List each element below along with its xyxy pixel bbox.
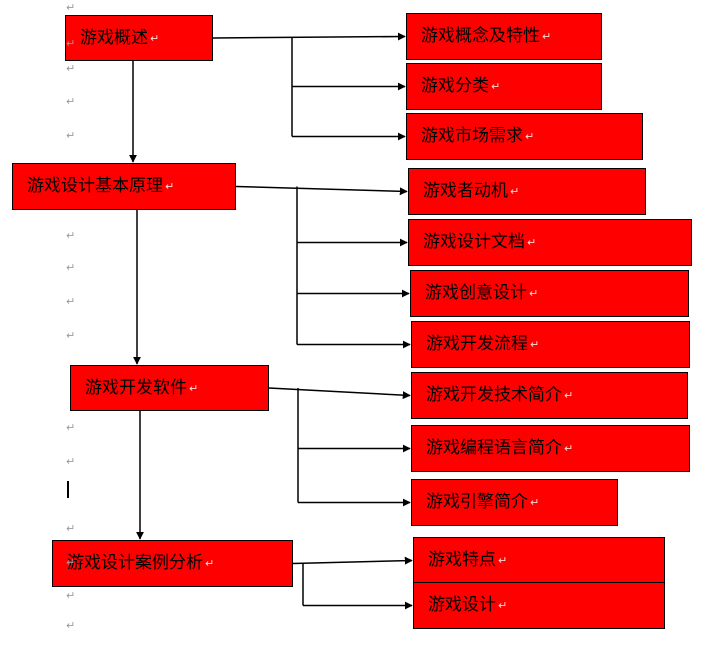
paragraph-mark-icon: ↵ bbox=[165, 180, 175, 193]
node-label: 游戏创意设计 bbox=[425, 283, 527, 303]
sub-node-c1: 游戏概念及特性↵ bbox=[406, 13, 602, 60]
sub-node-c3: 游戏市场需求↵ bbox=[406, 113, 643, 160]
margin-paragraph-mark-icon: ↵ bbox=[66, 295, 76, 308]
paragraph-mark-icon: ↵ bbox=[498, 554, 508, 567]
paragraph-mark-icon: ↵ bbox=[530, 338, 540, 351]
node-label: 游戏设计基本原理 bbox=[27, 176, 163, 196]
margin-paragraph-mark-icon: ↵ bbox=[66, 329, 76, 342]
main-node-n2: 游戏设计基本原理↵ bbox=[12, 163, 236, 210]
margin-paragraph-mark-icon: ↵ bbox=[66, 229, 76, 242]
paragraph-mark-icon: ↵ bbox=[491, 80, 501, 93]
margin-paragraph-mark-icon: ↵ bbox=[66, 589, 76, 602]
paragraph-mark-icon: ↵ bbox=[510, 185, 520, 198]
paragraph-mark-icon: ↵ bbox=[529, 287, 539, 300]
margin-paragraph-mark-icon: ↵ bbox=[66, 1, 76, 14]
diagram-edges bbox=[129, 32, 413, 610]
margin-paragraph-mark-icon: ↵ bbox=[66, 455, 76, 468]
branch-arrow-c8 bbox=[268, 387, 411, 400]
paragraph-mark-icon: ↵ bbox=[498, 599, 508, 612]
node-label: 游戏概述 bbox=[80, 27, 148, 48]
margin-paragraph-mark-icon: ↵ bbox=[66, 556, 76, 569]
margin-paragraph-mark-icon: ↵ bbox=[66, 129, 76, 142]
sub-node-c4: 游戏者动机↵ bbox=[408, 168, 646, 215]
margin-paragraph-mark-icon: ↵ bbox=[66, 37, 76, 50]
paragraph-mark-icon: ↵ bbox=[189, 381, 199, 395]
paragraph-mark-icon: ↵ bbox=[542, 30, 552, 43]
node-label: 游戏开发技术简介 bbox=[426, 385, 562, 405]
node-label: 游戏开发流程 bbox=[426, 334, 528, 354]
sub-node-c12: 游戏设计↵ bbox=[413, 582, 665, 629]
paragraph-mark-icon: ↵ bbox=[530, 496, 540, 509]
main-node-n3: 游戏开发软件↵ bbox=[70, 365, 269, 411]
paragraph-mark-icon: ↵ bbox=[564, 442, 574, 455]
branch-arrow-c1 bbox=[212, 32, 406, 41]
paragraph-mark-icon: ↵ bbox=[525, 130, 535, 143]
paragraph-mark-icon: ↵ bbox=[564, 389, 574, 402]
sub-node-c11: 游戏特点↵ bbox=[413, 537, 665, 584]
branch-arrow-c11 bbox=[292, 556, 413, 565]
branch-arrow-c4 bbox=[235, 185, 408, 196]
paragraph-mark-icon: ↵ bbox=[527, 236, 537, 249]
text-cursor bbox=[67, 481, 69, 498]
node-label: 游戏引擎简介 bbox=[426, 492, 528, 512]
node-label: 游戏设计 bbox=[428, 595, 496, 615]
node-label: 游戏分类 bbox=[421, 76, 489, 96]
main-node-n1: 游戏概述↵ bbox=[65, 15, 213, 61]
margin-paragraph-mark-icon: ↵ bbox=[66, 95, 76, 108]
node-label: 游戏开发软件 bbox=[85, 377, 187, 398]
sub-node-c6: 游戏创意设计↵ bbox=[410, 270, 689, 317]
margin-paragraph-mark-icon: ↵ bbox=[66, 62, 76, 75]
margin-paragraph-mark-icon: ↵ bbox=[66, 619, 76, 632]
paragraph-mark-icon: ↵ bbox=[205, 557, 215, 570]
node-label: 游戏特点 bbox=[428, 550, 496, 570]
main-node-n4: 游戏设计案例分析↵ bbox=[52, 540, 293, 587]
margin-paragraph-mark-icon: ↵ bbox=[66, 261, 76, 274]
sub-node-c5: 游戏设计文档↵ bbox=[408, 219, 692, 266]
sub-node-c8: 游戏开发技术简介↵ bbox=[411, 372, 688, 419]
node-label: 游戏编程语言简介 bbox=[426, 438, 562, 458]
sub-node-c7: 游戏开发流程↵ bbox=[411, 321, 690, 368]
node-label: 游戏概念及特性 bbox=[421, 26, 540, 46]
paragraph-mark-icon: ↵ bbox=[150, 31, 160, 45]
node-label: 游戏设计案例分析 bbox=[67, 553, 203, 573]
node-label: 游戏设计文档 bbox=[423, 232, 525, 252]
node-label: 游戏市场需求 bbox=[421, 126, 523, 146]
margin-paragraph-mark-icon: ↵ bbox=[66, 421, 76, 434]
margin-paragraph-mark-icon: ↵ bbox=[66, 522, 76, 535]
sub-node-c2: 游戏分类↵ bbox=[406, 63, 602, 110]
sub-node-c9: 游戏编程语言简介↵ bbox=[411, 425, 690, 472]
node-label: 游戏者动机 bbox=[423, 181, 508, 201]
sub-node-c10: 游戏引擎简介↵ bbox=[411, 479, 618, 526]
